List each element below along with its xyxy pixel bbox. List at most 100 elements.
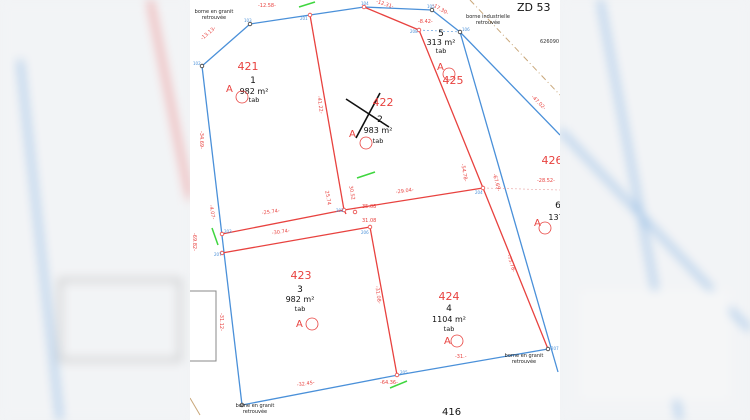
- svg-text:982 m²: 982 m²: [286, 295, 315, 304]
- parcel-422[interactable]: 422 2 983 m² tab A: [349, 96, 394, 150]
- svg-text:A: A: [444, 336, 451, 347]
- svg-text:-67.69-: -67.69-: [491, 173, 501, 192]
- svg-text:-64.36-: -64.36-: [380, 380, 398, 386]
- svg-text:-12.31-: -12.31-: [375, 0, 394, 10]
- existing-boundary-north: [201, 6, 560, 406]
- svg-text:A: A: [349, 129, 356, 140]
- boundary-notes: borne en granit retrouvée borne industri…: [195, 9, 544, 415]
- svg-text:106: 106: [462, 27, 470, 32]
- svg-text:retrouvée: retrouvée: [476, 19, 500, 26]
- svg-text:A: A: [226, 84, 233, 95]
- division-421-422: [309, 14, 345, 211]
- svg-text:-32.45-: -32.45-: [296, 380, 315, 388]
- svg-text:1104 m²: 1104 m²: [432, 315, 466, 324]
- existing-boundary-south: [241, 348, 549, 406]
- svg-text:tab: tab: [249, 96, 260, 104]
- svg-text:-31.08-: -31.08-: [373, 285, 381, 304]
- svg-text:-28.52-: -28.52-: [537, 178, 555, 184]
- svg-text:137: 137: [548, 213, 560, 222]
- green-markers: [211, 1, 408, 389]
- svg-text:35.08: 35.08: [362, 204, 376, 210]
- svg-text:retrouvée: retrouvée: [512, 358, 536, 365]
- point-labels: 102 103 201 104 105 106 208 204 202 203 …: [193, 1, 559, 375]
- svg-text:5: 5: [438, 29, 444, 39]
- svg-text:borne industrielle: borne industrielle: [466, 14, 510, 20]
- blurred-background-right: [560, 0, 750, 420]
- existing-boundary-east: [459, 31, 559, 373]
- svg-text:1: 1: [250, 76, 256, 86]
- svg-text:retrouvée: retrouvée: [243, 408, 267, 415]
- svg-text:204: 204: [475, 190, 483, 195]
- svg-text:A: A: [296, 319, 303, 330]
- svg-text:-30.74-: -30.74-: [271, 228, 290, 236]
- dimension-labels: -12.58- -13.13- -12.31- -17.30- -8.42- -…: [191, 0, 555, 388]
- parcel-426[interactable]: 426 6 137 A: [534, 154, 560, 235]
- svg-text:-47.02-: -47.02-: [530, 94, 547, 111]
- parcel-423[interactable]: 423 3 982 m² tab A: [286, 269, 319, 331]
- parcel-425[interactable]: 425 5 313 m² tab A: [427, 29, 464, 87]
- svg-text:6: 6: [555, 201, 560, 211]
- svg-text:103: 103: [244, 18, 252, 23]
- svg-text:-41.22-: -41.22-: [315, 95, 323, 114]
- dashed-link: [482, 187, 560, 191]
- survey-points: [199, 4, 551, 408]
- svg-text:A: A: [534, 218, 541, 229]
- svg-text:30.52: 30.52: [347, 185, 355, 200]
- svg-text:tab: tab: [295, 305, 306, 313]
- neighbor-parcel-label: 416: [442, 407, 461, 418]
- svg-text:-4.07-: -4.07-: [208, 204, 217, 220]
- svg-text:tab: tab: [444, 325, 455, 333]
- svg-text:104: 104: [361, 1, 369, 6]
- strike-cross: [345, 92, 390, 139]
- svg-text:borne en granit: borne en granit: [236, 403, 275, 409]
- svg-text:208: 208: [410, 29, 418, 34]
- building-outline: [190, 290, 217, 362]
- parcel-424[interactable]: 424 4 1104 m² tab A: [432, 290, 466, 348]
- svg-text:4: 4: [446, 304, 452, 314]
- svg-text:421: 421: [238, 60, 259, 73]
- svg-text:2: 2: [377, 115, 383, 125]
- svg-text:31.08: 31.08: [362, 218, 376, 224]
- section-label: ZD 53: [517, 1, 551, 14]
- svg-text:-31.-: -31.-: [455, 354, 467, 360]
- parcel-421[interactable]: 421 1 982 m² tab A: [226, 60, 268, 104]
- cadastral-plan: 102 103 201 104 105 106 208 204 202 203 …: [190, 0, 560, 420]
- svg-text:105: 105: [427, 4, 435, 9]
- dashed-link: [418, 29, 461, 33]
- svg-text:422: 422: [373, 96, 394, 109]
- svg-text:313 m²: 313 m²: [427, 38, 456, 47]
- svg-text:tab: tab: [436, 47, 447, 55]
- svg-text:202: 202: [336, 208, 344, 213]
- svg-text:207: 207: [214, 252, 222, 257]
- svg-text:424: 424: [439, 290, 460, 303]
- svg-text:tab: tab: [373, 137, 384, 145]
- svg-text:A: A: [437, 62, 444, 73]
- track-line: [469, 0, 560, 96]
- svg-text:borne en granit: borne en granit: [505, 353, 544, 359]
- division-422-425: [363, 6, 549, 350]
- svg-text:borne en granit: borne en granit: [195, 9, 234, 15]
- svg-text:206: 206: [361, 230, 369, 235]
- svg-text:25.74: 25.74: [323, 190, 331, 205]
- svg-text:-54.78-: -54.78-: [459, 163, 468, 182]
- svg-text:203: 203: [224, 229, 232, 234]
- svg-text:425: 425: [443, 74, 464, 87]
- svg-text:-8.42-: -8.42-: [418, 19, 433, 25]
- svg-text:201: 201: [300, 16, 308, 21]
- svg-text:102: 102: [193, 61, 201, 66]
- svg-text:205: 205: [400, 370, 408, 375]
- svg-text:-69.82-: -69.82-: [191, 233, 197, 251]
- svg-text:retrouvée: retrouvée: [202, 14, 226, 21]
- svg-text:-31.12-: -31.12-: [218, 313, 224, 331]
- svg-text:423: 423: [291, 269, 312, 282]
- track-line: [190, 397, 201, 416]
- svg-text:-12.58-: -12.58-: [258, 3, 276, 9]
- svg-text:3: 3: [297, 285, 303, 295]
- svg-text:-25.74-: -25.74-: [261, 208, 280, 216]
- svg-text:982 m²: 982 m²: [240, 87, 269, 96]
- svg-text:-75.78-: -75.78-: [505, 254, 516, 273]
- blurred-background-left: [0, 0, 190, 420]
- coordinate-label: 626090: [540, 39, 559, 45]
- svg-text:-34.69-: -34.69-: [198, 131, 204, 149]
- svg-text:-29.04-: -29.04-: [395, 187, 414, 195]
